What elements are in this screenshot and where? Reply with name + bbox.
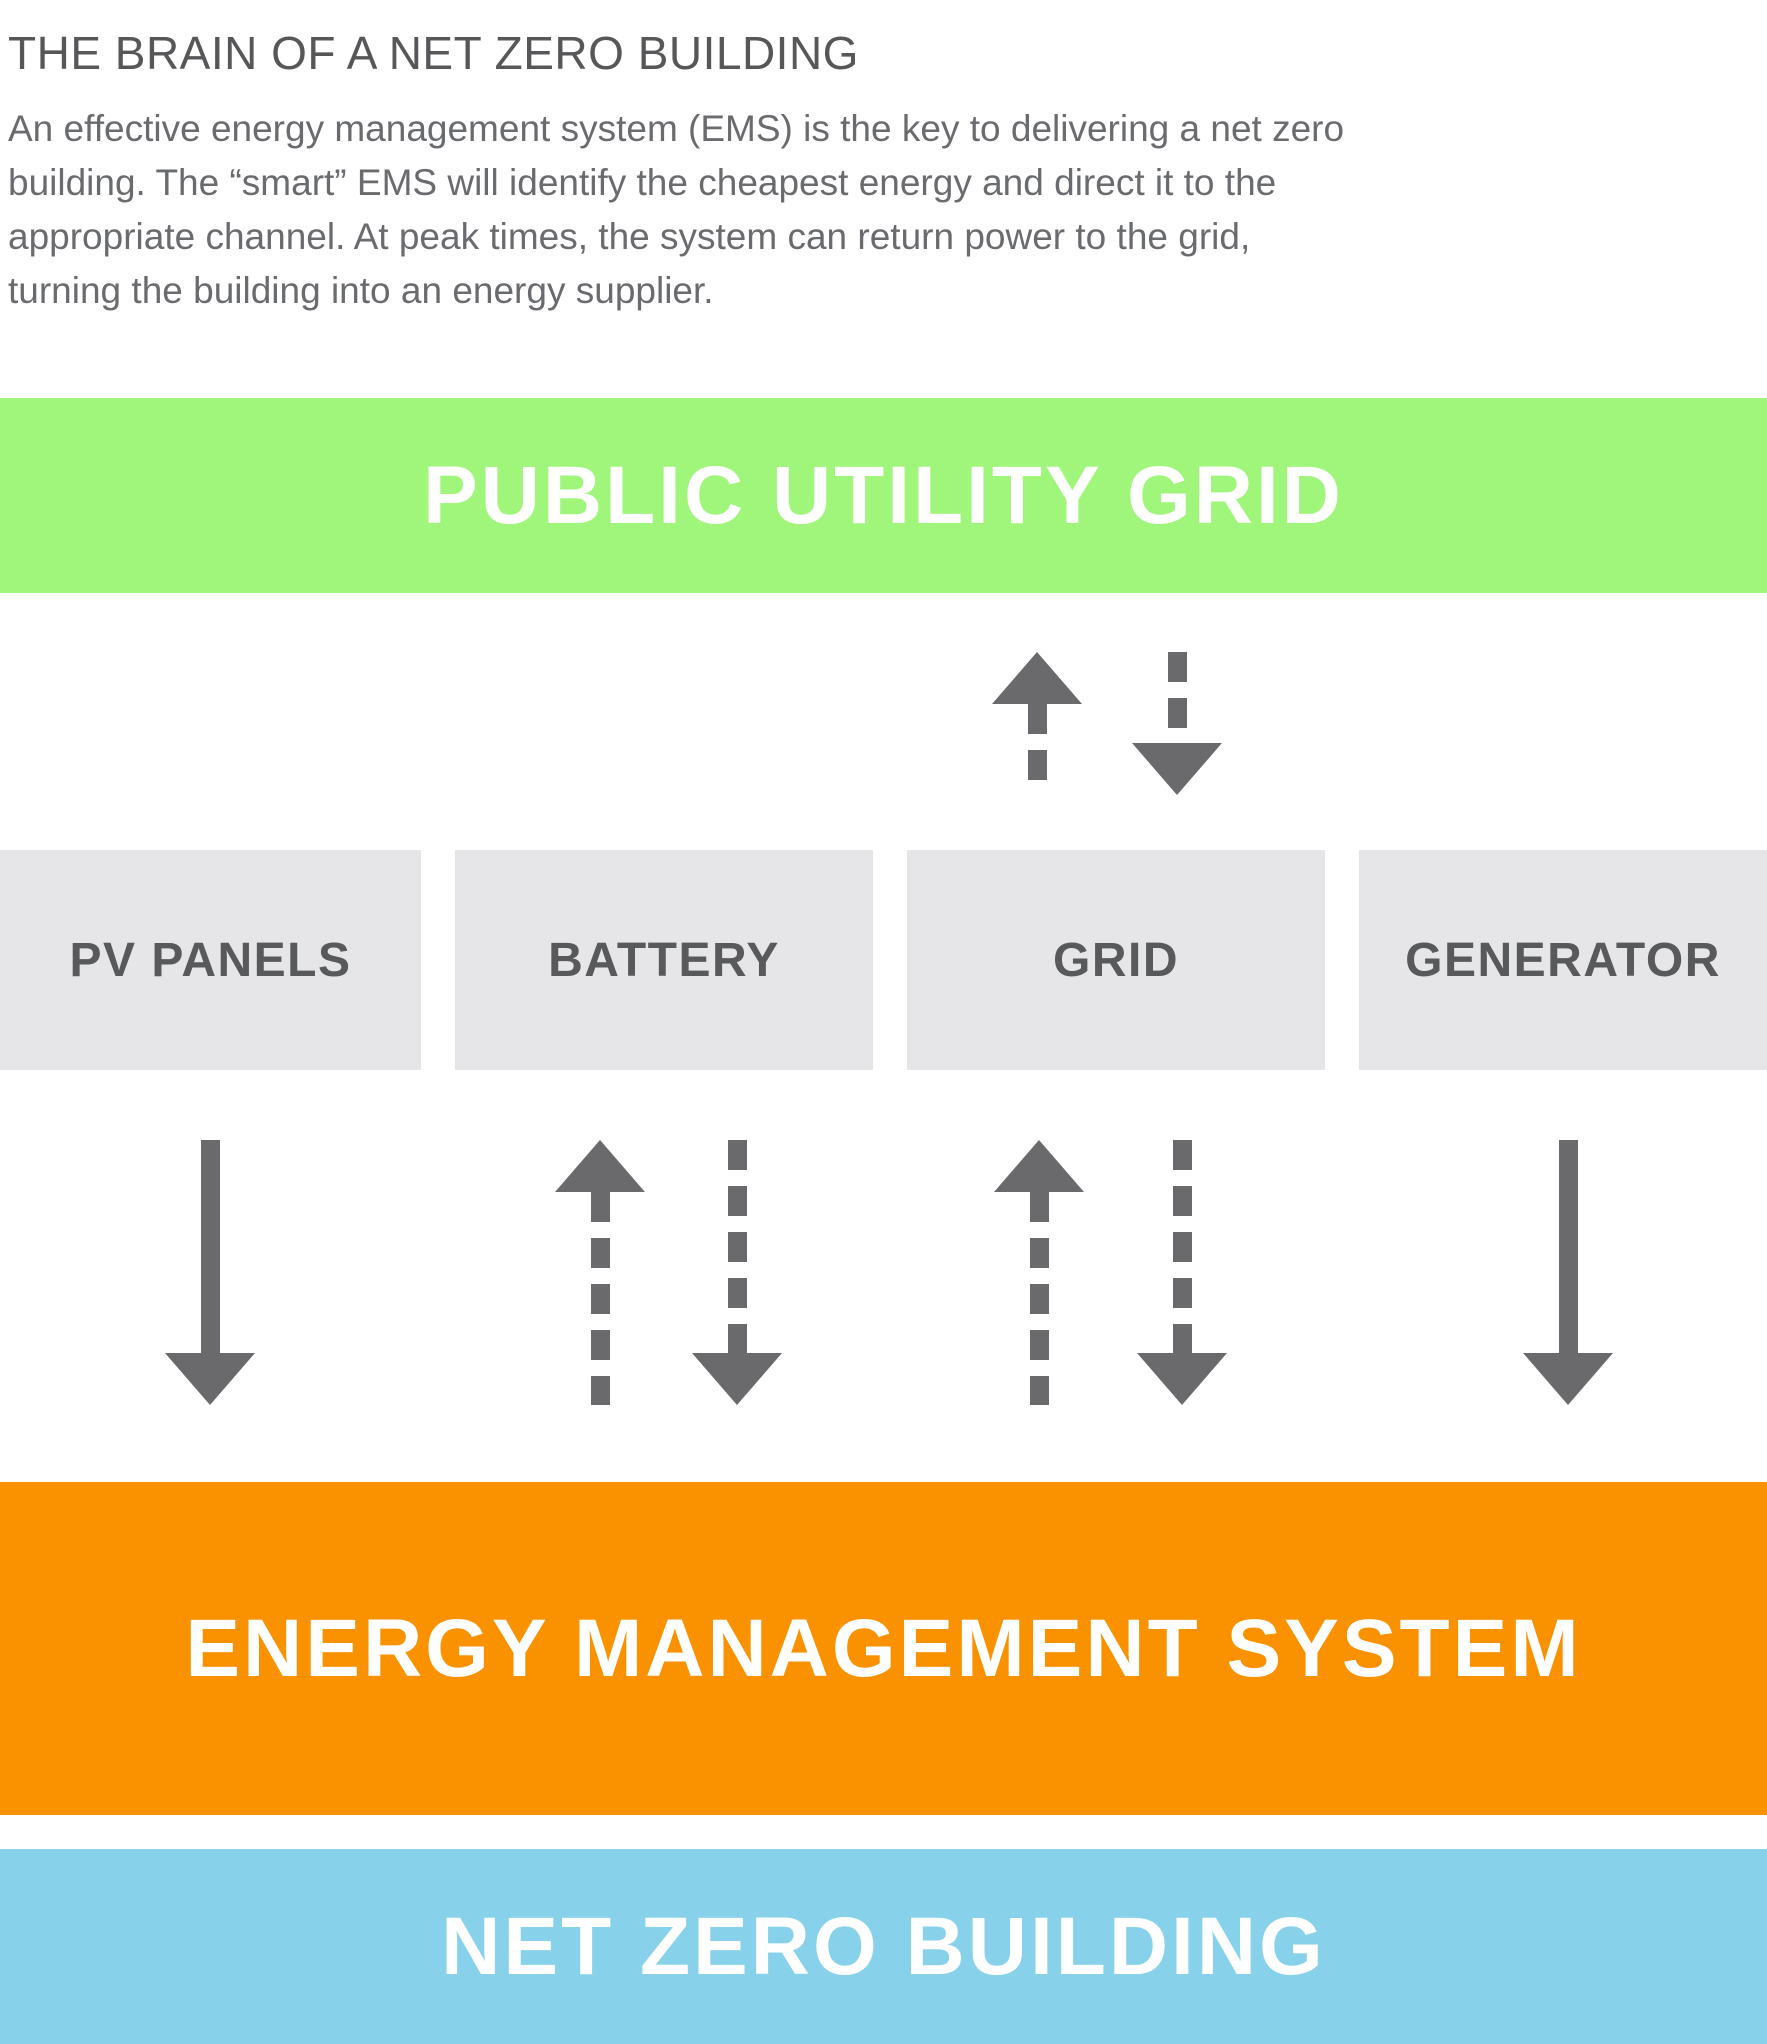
arrow-head: [165, 1353, 255, 1405]
net-zero-building-label: NET ZERO BUILDING: [441, 1900, 1326, 1992]
battery-to-ems-down-arrow-icon: [692, 1140, 782, 1405]
generator-to-ems-down-arrow-icon: [1523, 1140, 1613, 1405]
source-box-battery: BATTERY: [455, 850, 873, 1070]
grid-to-ems-down-arrow-icon: [1137, 1140, 1227, 1405]
public-utility-grid-label: PUBLIC UTILITY GRID: [422, 449, 1345, 541]
energy-management-system-label: ENERGY MANAGEMENT SYSTEM: [185, 1602, 1582, 1694]
arrow-shaft: [1027, 704, 1047, 795]
arrow-shaft: [1167, 652, 1187, 743]
arrow-shaft: [1029, 1192, 1049, 1405]
source-box-generator: GENERATOR: [1359, 850, 1767, 1070]
intro-line: turning the building into an energy supp…: [8, 270, 714, 311]
ems-to-battery-up-arrow-icon: [555, 1140, 645, 1405]
grid-label: GRID: [1053, 933, 1179, 987]
arrow-shaft: [727, 1140, 747, 1353]
arrow-shaft: [1558, 1140, 1578, 1353]
battery-label: BATTERY: [548, 933, 780, 987]
arrow-head: [994, 1140, 1084, 1192]
arrow-shaft: [200, 1140, 220, 1353]
grid-to-utility-up-arrow-icon: [992, 652, 1082, 795]
intro-line: An effective energy management system (E…: [8, 108, 1345, 149]
public-utility-grid-banner: PUBLIC UTILITY GRID: [0, 398, 1767, 593]
utility-to-grid-down-arrow-icon: [1132, 652, 1222, 795]
pv-to-ems-down-arrow-icon: [165, 1140, 255, 1405]
net-zero-building-banner: NET ZERO BUILDING: [0, 1849, 1767, 2044]
intro-paragraph: An effective energy management system (E…: [8, 102, 1344, 318]
arrow-shaft: [590, 1192, 610, 1405]
intro-line: building. The “smart” EMS will identify …: [8, 162, 1277, 203]
arrow-head: [992, 652, 1082, 704]
arrow-head: [555, 1140, 645, 1192]
ems-to-grid-up-arrow-icon: [994, 1140, 1084, 1405]
arrow-head: [692, 1353, 782, 1405]
arrow-shaft: [1172, 1140, 1192, 1353]
arrow-head: [1523, 1353, 1613, 1405]
page-title: THE BRAIN OF A NET ZERO BUILDING: [8, 27, 859, 79]
source-box-pv-panels: PV PANELS: [0, 850, 421, 1070]
intro-line: appropriate channel. At peak times, the …: [8, 216, 1251, 257]
source-box-grid: GRID: [907, 850, 1325, 1070]
arrow-head: [1137, 1353, 1227, 1405]
arrow-head: [1132, 743, 1222, 795]
pv-panels-label: PV PANELS: [69, 933, 352, 987]
generator-label: GENERATOR: [1405, 933, 1721, 987]
energy-management-system-banner: ENERGY MANAGEMENT SYSTEM: [0, 1482, 1767, 1815]
